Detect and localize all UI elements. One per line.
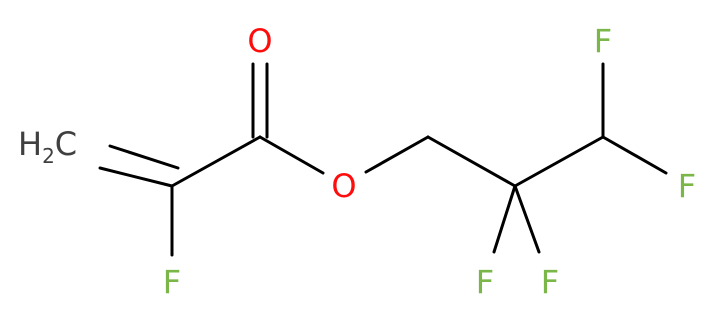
ester-oxygen-label: O xyxy=(331,167,356,205)
bond-c1-o-ester xyxy=(258,135,325,175)
bond-ch2-c2-b xyxy=(108,144,180,170)
bond-c2-c1 xyxy=(170,135,262,188)
alpha-fluorine-label: F xyxy=(163,263,181,301)
bond-chf2-f-right xyxy=(601,135,668,175)
ch2-label: H2C xyxy=(18,125,77,168)
right-fluorine-label: F xyxy=(678,167,696,205)
bonds xyxy=(98,62,668,257)
bond-ch2-c2-a xyxy=(98,166,174,188)
carbonyl-oxygen-label: O xyxy=(247,22,272,60)
bond-cf2-f-bottom-left xyxy=(492,184,517,254)
bond-cf2-chf2 xyxy=(513,135,605,188)
bond-o-ester-ch2 xyxy=(364,135,430,174)
top-fluorine-label: F xyxy=(594,22,612,60)
atom-labels: H2C O O F F F F F xyxy=(18,22,696,301)
bond-cf2-f-bottom-right xyxy=(513,184,541,254)
bond-ch2-cf2 xyxy=(426,135,517,188)
bottom-right-fluorine-label: F xyxy=(541,263,559,301)
bottom-left-fluorine-label: F xyxy=(476,263,494,301)
